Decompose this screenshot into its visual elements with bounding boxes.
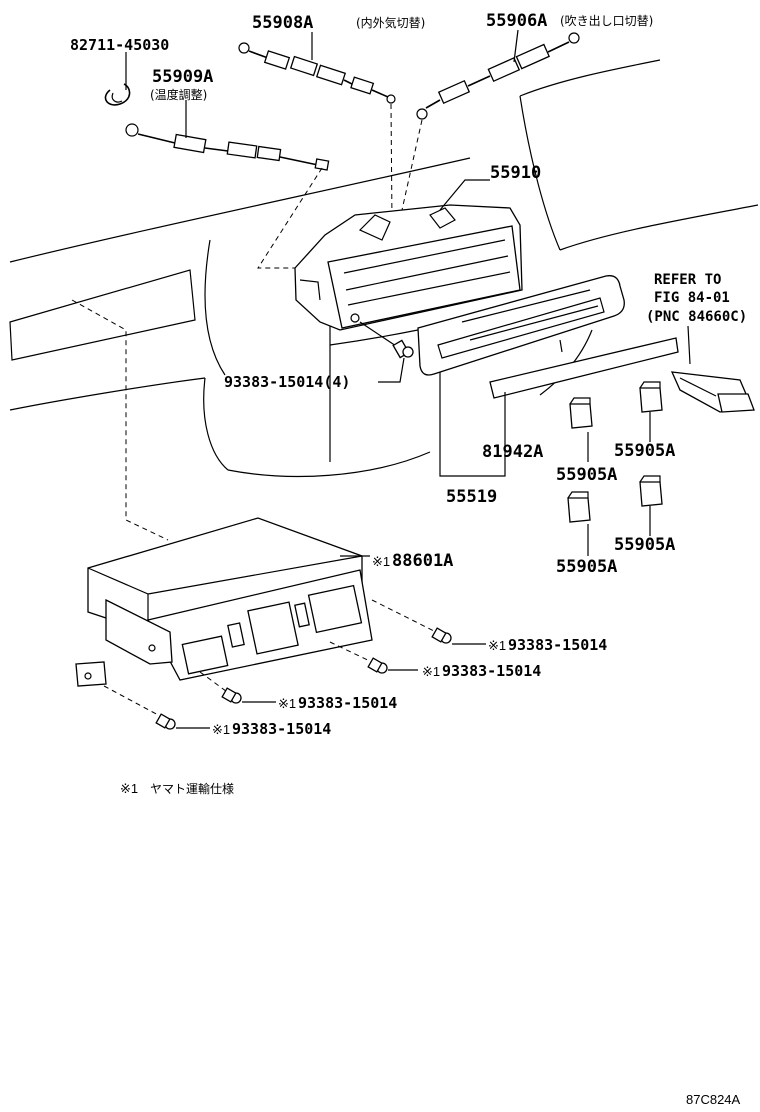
label-control-assy: 55910	[490, 163, 541, 183]
label-knob-3: 55905A	[614, 535, 675, 555]
amplifier-unit	[75, 517, 373, 687]
label-refer-line1: REFER TO	[654, 272, 721, 288]
label-screw-b: 93383-15014	[442, 662, 541, 680]
cable-mode	[416, 32, 580, 120]
label-panel-plate: 81942A	[482, 442, 543, 462]
label-screw-d: 93383-15014	[232, 720, 331, 738]
label-screw-c: 93383-15014	[298, 694, 397, 712]
label-screw-d-prefix: ※1	[212, 722, 230, 737]
switch-connector	[670, 371, 755, 413]
label-screw-a: 93383-15014	[508, 636, 607, 654]
label-knob-1: 55905A	[556, 465, 617, 485]
knob-1	[569, 397, 593, 429]
screw-group-4	[359, 321, 414, 359]
label-screw-4: 93383-15014(4)	[224, 373, 350, 391]
dashboard-outline	[9, 59, 759, 478]
leader-lines	[125, 29, 691, 729]
cable-clamp	[104, 83, 131, 106]
amp-screw-d	[103, 685, 176, 730]
label-cable-temp: 55909A	[152, 67, 213, 87]
amp-screw-a	[371, 599, 452, 644]
footnote-mark: ※1	[120, 781, 138, 796]
label-clamp: 82711-45030	[70, 36, 169, 54]
label-cable-mode-note: (吹き出し口切替)	[560, 14, 653, 28]
heater-control-assembly	[294, 204, 523, 331]
cable-air	[238, 42, 396, 104]
label-knob-2: 55905A	[614, 441, 675, 461]
label-cable-mode: 55906A	[486, 11, 547, 31]
label-cable-temp-note: (温度調整)	[150, 87, 207, 102]
amp-screw-b	[329, 641, 388, 674]
label-screw-a-prefix: ※1	[488, 638, 506, 653]
knob-2	[639, 381, 663, 413]
label-knob-4: 55905A	[556, 557, 617, 577]
label-screw-c-prefix: ※1	[278, 696, 296, 711]
knob-4	[639, 475, 663, 507]
amplifier-routing-line	[71, 299, 169, 541]
control-panel-bezel	[417, 275, 625, 376]
diagram-code: 87C824A	[686, 1092, 741, 1107]
label-screw-b-prefix: ※1	[422, 664, 440, 679]
label-amp-prefix: ※1	[372, 554, 390, 569]
label-refer-line3: (PNC 84660C)	[646, 309, 747, 325]
footnote-text: ヤマト運輸仕様	[150, 781, 234, 796]
label-amp: 88601A	[392, 551, 453, 571]
cable-temp	[125, 123, 330, 171]
label-cable-air: 55908A	[252, 13, 313, 33]
label-refer-line2: FIG 84-01	[654, 290, 730, 306]
label-panel: 55519	[446, 487, 497, 507]
knob-3	[567, 491, 591, 523]
panel-plate	[489, 337, 679, 399]
amp-screw-c	[199, 671, 242, 704]
label-cable-air-note: (内外気切替)	[356, 15, 425, 30]
